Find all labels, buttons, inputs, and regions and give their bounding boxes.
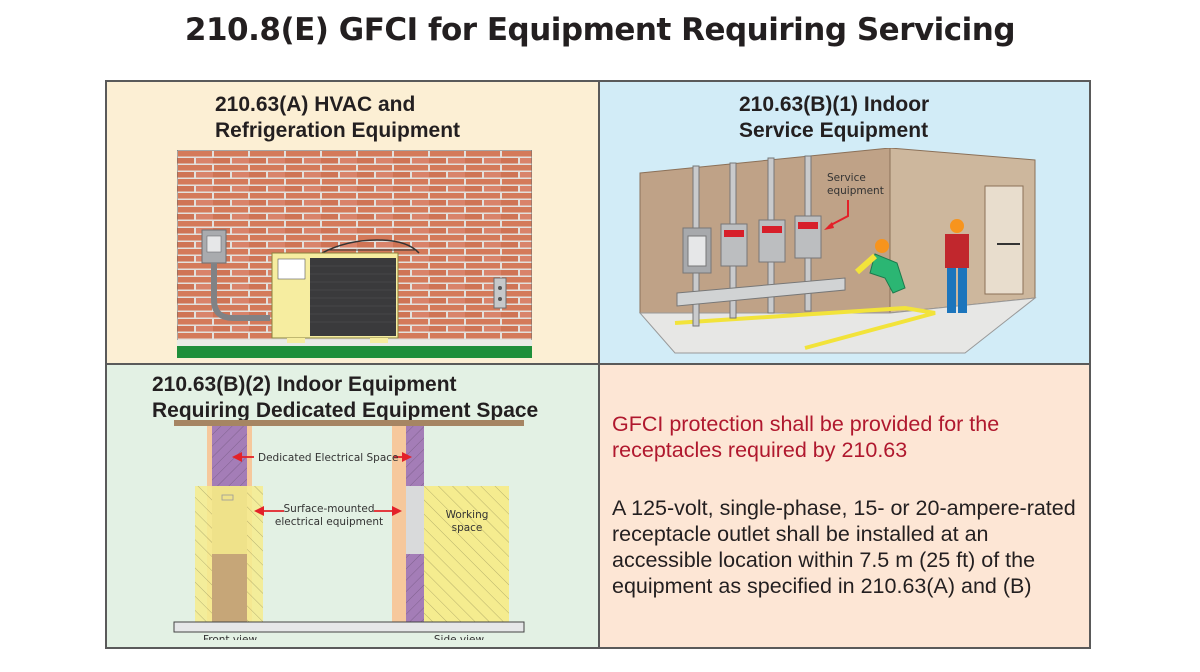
label-working-2: space [452, 522, 483, 534]
panel-service: 210.63(B)(1) Indoor Service Equipment [600, 82, 1089, 365]
kneeling-worker-icon [855, 239, 906, 294]
panel-service-title: 210.63(B)(1) Indoor Service Equipment [739, 92, 929, 144]
service-room-illustration: Service equipment [638, 148, 1037, 354]
title-line-2: Requiring Dedicated Equipment Space [152, 399, 539, 422]
condenser-unit-icon [271, 239, 420, 343]
receptacle-outlet-icon [493, 277, 507, 309]
label-front-view: Front view [203, 634, 257, 640]
panel-hvac: 210.63(A) HVAC and Refrigeration Equipme… [107, 82, 600, 365]
disconnect-switch-icon [201, 229, 270, 321]
label-surface-mounted-2: electrical equipment [275, 516, 383, 528]
panel-dedicated: 210.63(B)(2) Indoor Equipment Requiring … [107, 365, 600, 647]
dedicated-space-diagram: Dedicated Electrical Space Surface-mount… [173, 420, 525, 640]
panel-requirement-text: GFCI protection shall be provided for th… [600, 365, 1089, 647]
title-line-2: Refrigeration Equipment [215, 119, 461, 142]
title-line-1: 210.63(B)(1) Indoor [739, 93, 930, 116]
gfci-requirement: GFCI protection shall be provided for th… [612, 412, 1000, 462]
title-line-2: Service Equipment [739, 119, 929, 142]
label-dedicated-space: Dedicated Electrical Space [258, 452, 399, 464]
service-panels-icon [676, 155, 846, 327]
receptacle-detail: A 125-volt, single-phase, 15- or 20-ampe… [612, 496, 1076, 598]
title-line-1: 210.63(A) HVAC and [215, 93, 416, 116]
label-working-1: Working [446, 509, 489, 521]
panel-hvac-title: 210.63(A) HVAC and Refrigeration Equipme… [215, 92, 460, 144]
callout-service-line2: equipment [827, 185, 884, 197]
hvac-illustration [177, 150, 532, 358]
diagram-frame: 210.63(A) HVAC and Refrigeration Equipme… [105, 80, 1091, 649]
callout-service-line1: Service [827, 172, 866, 184]
standing-inspector-icon [945, 219, 969, 313]
label-side-view: Side view [434, 634, 485, 640]
label-surface-mounted-1: Surface-mounted [284, 503, 375, 515]
page-title: 210.8(E) GFCI for Equipment Requiring Se… [184, 12, 1016, 48]
title-line-1: 210.63(B)(2) Indoor Equipment [152, 373, 457, 396]
panel-dedicated-title: 210.63(B)(2) Indoor Equipment Requiring … [152, 372, 538, 424]
